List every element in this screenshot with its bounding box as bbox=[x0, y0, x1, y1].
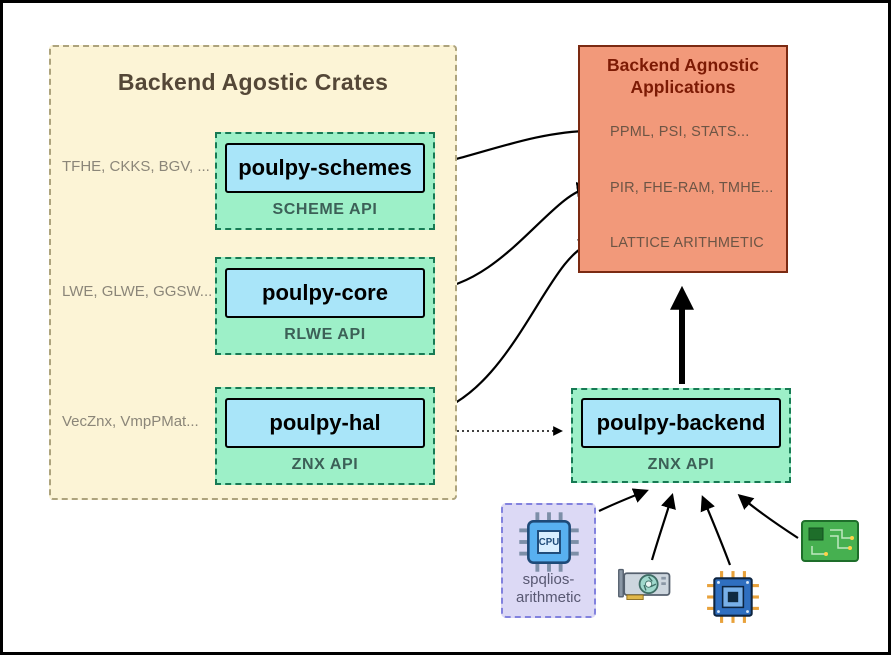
gpu-icon bbox=[618, 568, 671, 600]
arrow-gpu-to-backend bbox=[650, 493, 676, 561]
backend-znx-api-label: ZNX API bbox=[647, 456, 715, 473]
applications-panel-title: Backend Agnostic Applications bbox=[580, 55, 786, 99]
arrow-cpu-to-backend bbox=[598, 488, 649, 512]
poulpy-core-group: poulpy-core RLWE API bbox=[215, 257, 435, 355]
microchip-icon bbox=[707, 571, 759, 623]
rlwe-api-label: RLWE API bbox=[284, 326, 366, 343]
poulpy-hal-group: poulpy-hal ZNX API bbox=[215, 387, 435, 485]
hal-annotation: VecZnx, VmpPMat... bbox=[62, 413, 199, 430]
poulpy-core-box: poulpy-core bbox=[225, 268, 425, 318]
znx-api-label: ZNX API bbox=[291, 456, 359, 473]
crates-panel: Backend Agostic Crates TFHE, CKKS, BGV, … bbox=[49, 45, 457, 500]
applications-title-line1: Backend Agnostic bbox=[606, 55, 760, 75]
cpu-icon-label: CPU bbox=[538, 537, 558, 548]
spqlios-arithmetic-box: CPU spqlios- arithmetic bbox=[501, 503, 596, 618]
cpu-icon: CPU bbox=[518, 512, 579, 572]
applications-item-pir: PIR, FHE-RAM, TMHE... bbox=[610, 180, 774, 196]
spqlios-label: spqlios- arithmetic bbox=[503, 571, 594, 609]
applications-title-line2: Applications bbox=[630, 76, 736, 97]
crates-panel-title: Backend Agostic Crates bbox=[117, 69, 389, 95]
scheme-api-label: SCHEME API bbox=[272, 201, 378, 218]
spqlios-label-line2: arithmetic bbox=[515, 589, 582, 607]
poulpy-schemes-box: poulpy-schemes bbox=[225, 143, 425, 193]
poulpy-hal-box: poulpy-hal bbox=[225, 398, 425, 448]
applications-item-ppml: PPML, PSI, STATS... bbox=[610, 124, 750, 140]
applications-panel: Backend Agnostic Applications PPML, PSI,… bbox=[578, 45, 788, 273]
poulpy-backend-group: poulpy-backend ZNX API bbox=[571, 388, 791, 483]
circuit-board-icon bbox=[801, 520, 859, 562]
applications-item-lattice: LATTICE ARITHMETIC bbox=[610, 235, 764, 251]
schemes-annotation: TFHE, CKKS, BGV, ... bbox=[62, 158, 210, 175]
arrow-pcb-to-backend bbox=[737, 493, 799, 539]
spqlios-label-line1: spqlios- bbox=[522, 570, 575, 588]
poulpy-backend-box: poulpy-backend bbox=[581, 398, 781, 448]
poulpy-schemes-group: poulpy-schemes SCHEME API bbox=[215, 132, 435, 230]
core-annotation: LWE, GLWE, GGSW... bbox=[62, 283, 213, 300]
arrow-chip-to-backend bbox=[700, 495, 732, 566]
